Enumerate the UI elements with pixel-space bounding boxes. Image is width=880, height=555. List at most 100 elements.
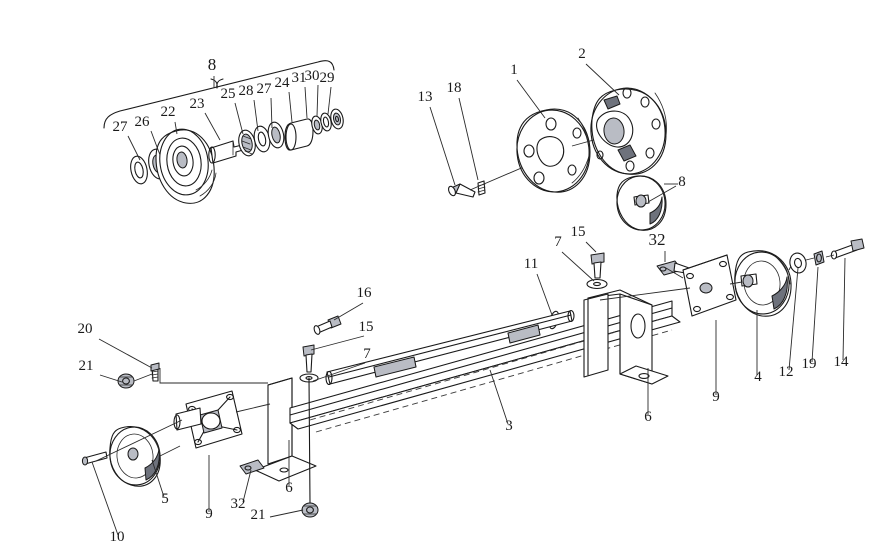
callout-leader-line <box>585 63 620 96</box>
callout-number: 9 <box>712 389 720 405</box>
callout-26: 26 <box>135 114 161 156</box>
part-4-drum-right <box>734 250 792 317</box>
callout-leader-line <box>429 106 456 186</box>
callout-leader-line <box>288 91 293 123</box>
callout-number: 12 <box>779 364 794 380</box>
callout-24: 24 <box>275 75 293 123</box>
part-21-nut-lower <box>301 502 319 518</box>
callout-5: 5 <box>151 459 169 507</box>
callout-29: 29 <box>320 70 335 115</box>
flange-hub-assembly <box>448 87 677 231</box>
front-hub-assembly <box>130 108 344 204</box>
callout-number: 24 <box>275 75 291 91</box>
callout-21: 21 <box>79 358 123 383</box>
callout-7: 7 <box>312 346 371 382</box>
callout-number: 15 <box>359 319 374 335</box>
callout-leader-line <box>151 459 165 498</box>
callout-15: 15 <box>571 224 597 253</box>
part-3-torque-tube <box>325 309 575 386</box>
callout-leader-line <box>270 97 273 129</box>
callout-20: 20 <box>78 321 153 369</box>
callout-28: 28 <box>239 83 259 132</box>
part-16-bolt-upper-left <box>313 315 342 335</box>
callout-number: 5 <box>161 491 169 507</box>
callout-leader-line <box>811 266 819 363</box>
callout-25: 25 <box>221 86 244 135</box>
callout-18: 18 <box>447 80 479 181</box>
callout-number: 13 <box>418 89 433 105</box>
callout-6: 6 <box>285 440 293 496</box>
callout-12: 12 <box>779 267 799 380</box>
callout-9: 9 <box>205 455 213 522</box>
part-24-spacer-sleeve <box>284 118 314 151</box>
callout-32: 32 <box>649 230 666 262</box>
part-20-bolt <box>150 362 160 382</box>
part-18-stud <box>477 180 486 196</box>
part-5-drum-left <box>109 426 161 487</box>
callout-number: 28 <box>239 83 254 99</box>
callout-number: 15 <box>571 224 586 240</box>
callout-leader-line <box>253 99 259 132</box>
callout-leader-line <box>312 362 366 382</box>
callout-leader-line <box>310 335 365 351</box>
callout-number: 18 <box>447 80 462 96</box>
callout-3: 3 <box>489 369 513 434</box>
callout-leader-line <box>842 257 846 361</box>
part-8-drum-right <box>616 175 667 231</box>
callout-10: 10 <box>91 461 125 545</box>
callout-number: 14 <box>834 354 850 370</box>
callout-leader-line <box>127 135 141 161</box>
part-25-bearing <box>238 129 256 157</box>
callout-number: 1 <box>510 62 518 78</box>
callout-number: 21 <box>79 358 94 374</box>
callout-number: 31 <box>292 70 307 86</box>
callout-30: 30 <box>305 68 320 117</box>
assembly-axis-lines <box>159 267 684 457</box>
callout-number: 10 <box>110 529 125 545</box>
callout-9: 9 <box>712 320 720 405</box>
callout-leader-line <box>536 273 553 316</box>
callout-leader-line <box>516 79 546 119</box>
callout-leader-line <box>98 338 153 369</box>
callout-23: 23 <box>190 96 221 141</box>
part-1-flange <box>516 108 591 193</box>
chassis-frame <box>81 289 681 518</box>
callout-27: 27 <box>113 119 141 161</box>
callout-number: 32 <box>649 230 666 249</box>
callout-number: 29 <box>320 70 335 86</box>
part-15-bolt-left <box>302 344 315 373</box>
callout-leader-line <box>150 130 161 156</box>
callout-32: 32 <box>231 469 252 512</box>
callout-number: 8 <box>678 174 686 190</box>
callout-leader-line <box>327 86 332 115</box>
callout-19: 19 <box>802 266 819 372</box>
part-32-clip-right <box>656 260 693 276</box>
callout-leader-line <box>561 251 595 282</box>
callout-number: 26 <box>135 114 151 130</box>
right-bracket-assembly <box>599 238 865 317</box>
callout-number: 19 <box>802 356 817 372</box>
callout-leader-line <box>304 86 308 119</box>
callout-number: 27 <box>257 81 273 97</box>
callout-number: 2 <box>578 46 586 62</box>
callout-leader-line <box>91 461 119 536</box>
callout-leader-line <box>333 302 364 321</box>
callout-number: 3 <box>505 418 513 434</box>
callout-leader-line <box>788 267 799 371</box>
callout-16: 16 <box>333 285 373 321</box>
callout-number: 16 <box>357 285 373 301</box>
callout-number: 4 <box>754 369 762 385</box>
callout-2: 2 <box>578 46 620 96</box>
group-8-bracket <box>103 60 335 129</box>
torque-tube-assembly <box>299 252 608 386</box>
part-14-bolt <box>830 238 865 260</box>
callout-8: 8 <box>664 174 686 190</box>
callout-leader-line <box>458 97 479 181</box>
callout-number: 27 <box>113 119 129 135</box>
callout-leader-line <box>99 374 123 383</box>
callout-number: 32 <box>231 496 246 512</box>
part-21-nut-left <box>117 373 135 389</box>
callout-31: 31 <box>292 70 308 119</box>
